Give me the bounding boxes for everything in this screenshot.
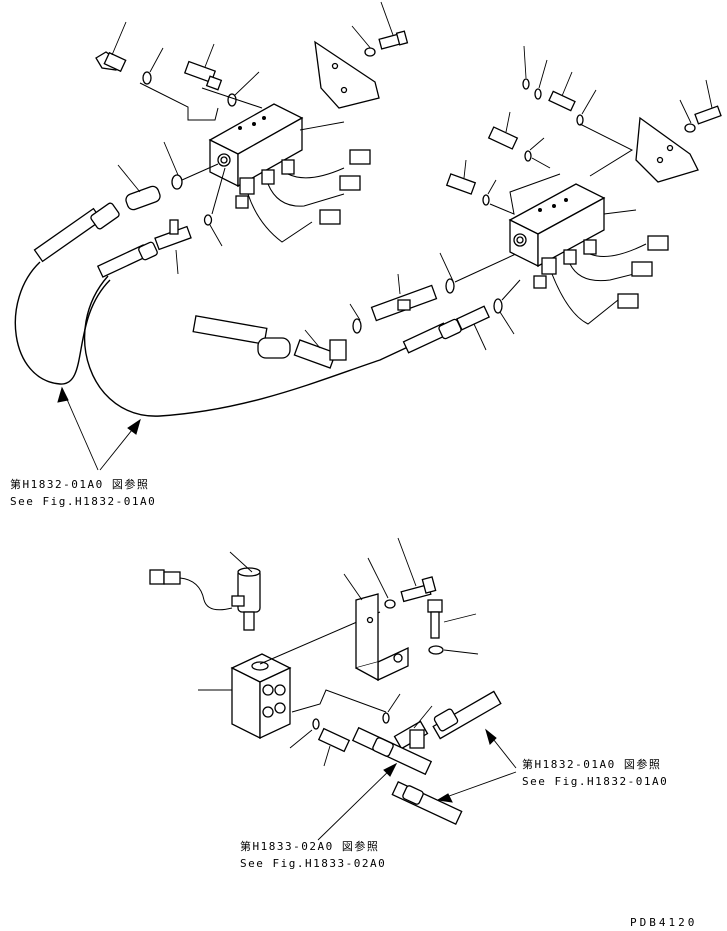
elbow-fitting-upper-left: [95, 21, 127, 73]
bolt-lower-2: [427, 599, 477, 639]
o-ring: [203, 214, 213, 226]
o-ring: [445, 278, 455, 294]
reference-label-jp-upper: 第H1832-01A0 図参照: [10, 478, 150, 491]
reference-label-jp-lower-right: 第H1832-01A0 図参照: [522, 758, 662, 771]
o-ring: [142, 71, 152, 85]
valve-block-lower: [198, 611, 381, 740]
bolt-upper-right: [694, 79, 722, 125]
elbow-fitting-lower-left: [293, 329, 347, 369]
o-ring: [382, 712, 390, 724]
reference-arrow-lower-center: [317, 762, 398, 841]
washer: [684, 123, 696, 133]
connector-fitting-upper-right: [548, 71, 576, 112]
mounting-bracket-lower: [343, 573, 409, 682]
o-ring: [576, 114, 584, 126]
pipe-line: [291, 689, 387, 713]
solenoid-wiring-right: [533, 235, 669, 325]
o-ring: [524, 150, 532, 162]
pipe-line: [579, 123, 634, 177]
valve-block-left: [208, 103, 345, 188]
o-ring: [534, 88, 542, 100]
hose-assembly-1: [14, 202, 411, 417]
adapter-fitting-lower: [317, 727, 351, 767]
reference-arrows-lower-right: [436, 728, 517, 803]
reference-label-en-lower-right: See Fig.H1832-01A0: [522, 775, 669, 788]
reference-label-en-lower-center: See Fig.H1833-02A0: [240, 857, 387, 870]
o-ring: [312, 718, 320, 730]
washer: [428, 645, 444, 655]
bracket-plate-upper-right: [635, 116, 699, 183]
valve-block-right: [508, 183, 637, 268]
pipe-line: [139, 82, 219, 121]
reference-arrows-upper: [57, 386, 141, 471]
adapter-fitting-left: [117, 164, 161, 211]
hose-assembly-lower: [351, 690, 502, 825]
reference-label-jp-lower-center: 第H1833-02A0 図参照: [240, 840, 380, 853]
o-ring: [171, 174, 183, 190]
o-ring: [482, 194, 490, 206]
o-ring: [352, 318, 362, 334]
solenoid-coil: [229, 551, 261, 631]
bolt-lower-1: [397, 537, 437, 603]
o-ring: [522, 78, 530, 90]
connector-plug-lower: [149, 569, 233, 611]
bracket-plate-upper-left: [314, 25, 380, 109]
drawing-code: PDB4120: [630, 916, 698, 929]
washer: [384, 599, 396, 609]
elbow-fitting-lower: [393, 705, 433, 750]
connector-middle: [370, 273, 438, 322]
reference-label-en-upper: See Fig.H1832-01A0: [10, 495, 157, 508]
washer: [364, 47, 376, 57]
solenoid-wiring-left: [235, 149, 371, 243]
connector-fitting-upper: [183, 43, 223, 91]
o-ring: [493, 298, 503, 314]
hose-assembly-2: [402, 305, 490, 354]
bolt-upper-left: [378, 1, 409, 50]
o-ring: [227, 93, 237, 107]
tee-fitting: [154, 219, 192, 275]
connector-fitting-right-1: [487, 111, 519, 150]
pipe-line: [489, 173, 561, 215]
connector-fitting-right-2: [445, 159, 477, 195]
